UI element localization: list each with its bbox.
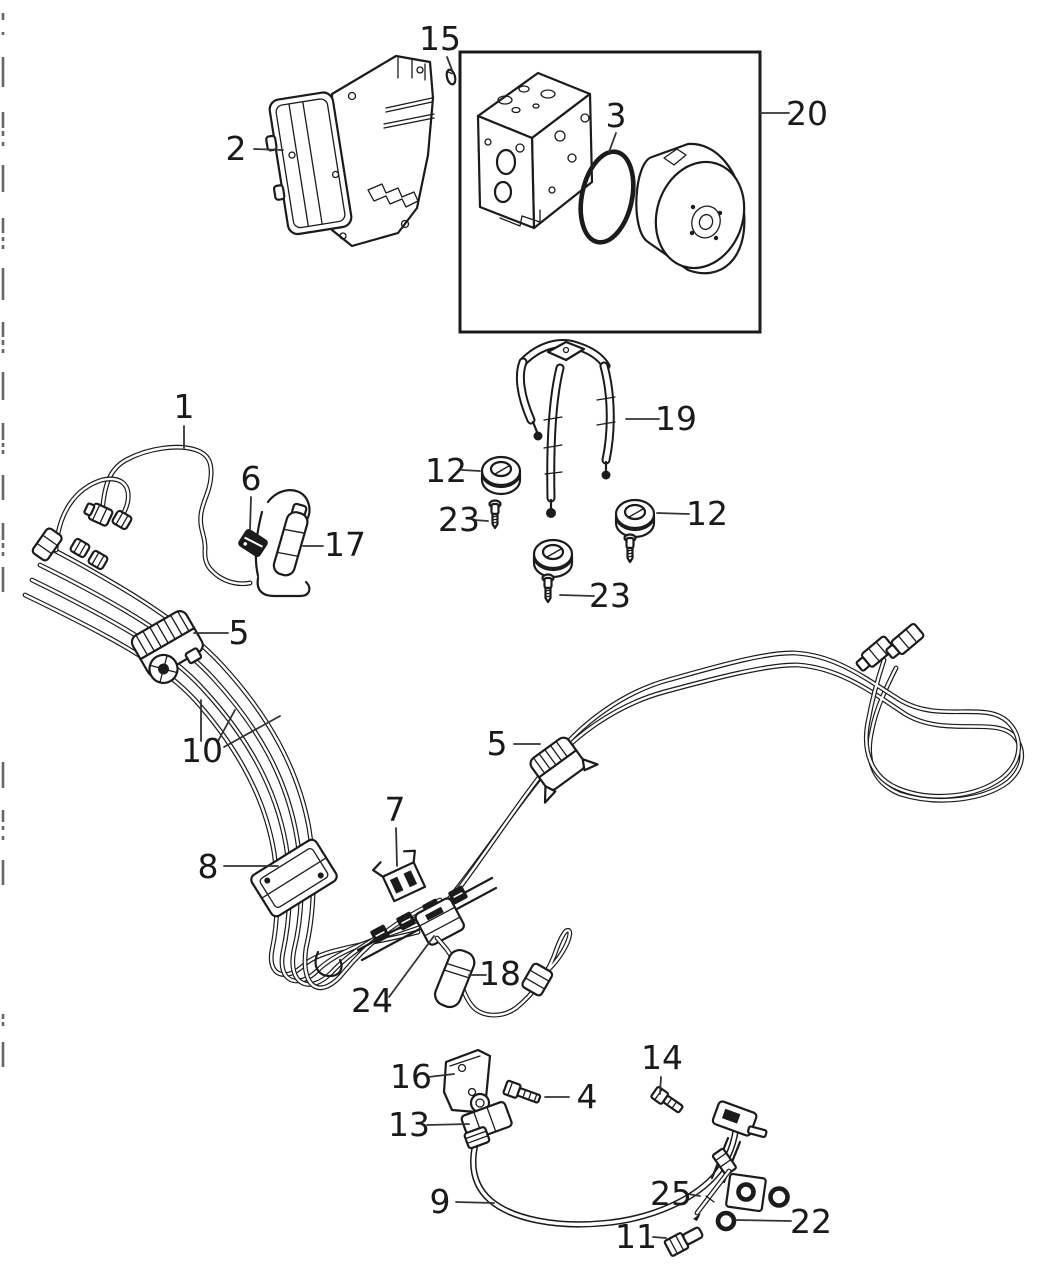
- hose-end-fitting: [521, 962, 554, 997]
- callout-leader-11: [652, 1236, 667, 1239]
- tube-fitting: [855, 635, 895, 672]
- part-12-grommet: [532, 538, 574, 579]
- tube-nut: [87, 549, 109, 571]
- callout-25: 25: [650, 1174, 692, 1213]
- part-12-grommet: [614, 498, 656, 539]
- callout-leader-9: [455, 1201, 495, 1204]
- part-3-o-ring: [578, 149, 636, 245]
- tube-fitting: [83, 502, 114, 527]
- callout-leader-23-bottom: [559, 594, 595, 597]
- part-6-tube-clip: [238, 529, 268, 557]
- callout-23-bottom: 23: [589, 576, 631, 615]
- callout-leader-22: [735, 1219, 792, 1222]
- callout-6: 6: [241, 459, 262, 498]
- part-11-banjo-bolt: [663, 1226, 704, 1257]
- callout-leader-7: [395, 827, 398, 867]
- part-23-screw: [623, 533, 637, 564]
- callout-5-upper: 5: [229, 613, 250, 652]
- callout-22: 22: [790, 1202, 832, 1241]
- part-18-jumper-hose: [434, 927, 573, 1018]
- callout-3: 3: [606, 96, 627, 135]
- callout-1: 1: [174, 387, 195, 426]
- part-20-hcu-assembly: [476, 71, 746, 275]
- callout-24: 24: [351, 981, 393, 1020]
- callout-9: 9: [430, 1182, 451, 1221]
- front-brake-tubes-right: [437, 622, 1024, 913]
- callout-10: 10: [181, 731, 223, 770]
- part-13-hose-fitting: [460, 1092, 513, 1150]
- callout-2: 2: [226, 129, 247, 168]
- rail-hook: [314, 950, 343, 978]
- callout-leader-24: [388, 935, 435, 998]
- callout-13: 13: [388, 1105, 430, 1144]
- tube-union: [31, 527, 63, 562]
- part-12-grommet: [480, 455, 522, 496]
- hose-caliper-end-assembly: [710, 1100, 768, 1213]
- callout-7: 7: [385, 790, 406, 829]
- callout-leader-2: [253, 148, 284, 151]
- part-22-washer: [715, 1210, 737, 1232]
- callout-18: 18: [479, 954, 521, 993]
- part-23-screw: [541, 573, 555, 604]
- callout-leader-12-left: [461, 469, 481, 472]
- callout-19: 19: [655, 399, 697, 438]
- callout-20: 20: [786, 94, 828, 133]
- callout-leader-12-right: [656, 512, 690, 515]
- part-7-clamp: [372, 849, 427, 903]
- callout-4: 4: [577, 1077, 598, 1116]
- part-4-bolt: [502, 1079, 542, 1104]
- callout-14: 14: [641, 1038, 683, 1077]
- inset-box-frame: [458, 50, 762, 334]
- hcu-pump-motor: [635, 142, 746, 275]
- callout-leader-6: [249, 496, 252, 531]
- tube-fitting: [885, 622, 925, 659]
- hcu-valve-block: [476, 71, 594, 230]
- part-10-tube-bundle: [22, 476, 443, 991]
- hose-sleeve: [434, 949, 476, 1009]
- callout-11: 11: [615, 1217, 657, 1256]
- callout-17: 17: [324, 525, 366, 564]
- inset-box: [458, 50, 762, 334]
- callout-leader-13: [426, 1123, 470, 1126]
- callout-leader-10: [217, 709, 236, 742]
- callout-leader-3: [608, 132, 617, 153]
- callout-leader-23-left: [473, 519, 489, 522]
- callout-8: 8: [198, 847, 219, 886]
- callout-leader-15: [446, 56, 453, 71]
- callout-15: 15: [419, 19, 461, 58]
- callout-16: 16: [390, 1057, 432, 1096]
- part-14-bolt: [650, 1086, 684, 1114]
- callout-12-right: 12: [686, 494, 728, 533]
- tube-nut: [69, 537, 91, 559]
- callout-leader-25: [687, 1193, 701, 1197]
- part-15-clip: [445, 68, 457, 86]
- callout-5-lower: 5: [487, 724, 508, 763]
- part-8-clamp-block: [250, 838, 338, 918]
- part-22-washer: [768, 1186, 790, 1208]
- tube-nut: [111, 509, 133, 531]
- part-19-mounting-bracket: [515, 339, 616, 518]
- callout-23-left: 23: [438, 500, 480, 539]
- part-24-junction-block: [414, 897, 465, 946]
- part-5-tube-clamp-upper: [130, 610, 204, 685]
- part-2-abs-control-module: [265, 54, 435, 248]
- banjo-block: [725, 1172, 767, 1213]
- callout-leader-10: [223, 715, 281, 748]
- part-5-tube-clamp-lower: [529, 736, 599, 804]
- part-25-bracket-pin: [693, 1168, 732, 1221]
- part-23-screw: [488, 499, 502, 530]
- part-1-brake-tube: [83, 444, 253, 587]
- callout-12-left: 12: [425, 451, 467, 490]
- callout-leader-16: [427, 1073, 455, 1078]
- callout-leader-14: [659, 1076, 662, 1095]
